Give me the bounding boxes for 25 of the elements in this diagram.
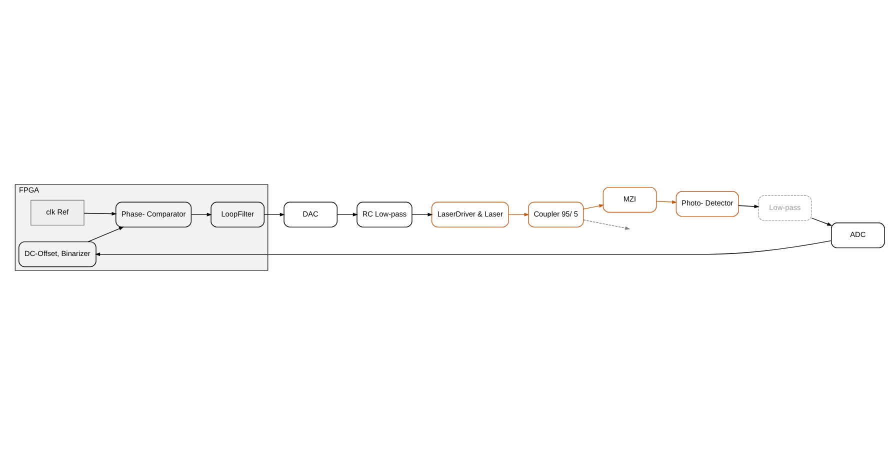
node-box: RC Low-pass (356, 201, 412, 227)
node-box: Photo- Detector (676, 190, 739, 216)
arrow (583, 219, 630, 230)
arrow (190, 212, 212, 216)
arrow (88, 226, 124, 242)
node-box: ADC (831, 222, 885, 248)
node-box: LaserDriver & Laser (431, 201, 509, 227)
node-box: Phase- Comparator (116, 201, 192, 227)
arrow (811, 217, 832, 226)
arrow (508, 212, 530, 216)
arrow (84, 211, 117, 216)
node-box: MZI (602, 186, 657, 212)
arrow (738, 204, 760, 208)
arrow (583, 204, 604, 209)
arrow (656, 200, 678, 204)
arrow (412, 212, 433, 216)
node-box: clk Ref (30, 199, 84, 226)
node-box: Low-pass (758, 194, 812, 220)
node-box: DC-Offset, Binarizer (18, 240, 96, 267)
arrow (264, 212, 285, 216)
arrow (94, 240, 832, 256)
node-box: Coupler 95/ 5 (528, 201, 584, 227)
node-box: LoopFilter (210, 201, 264, 227)
node-box: DAC (284, 201, 338, 227)
arrow (336, 212, 358, 216)
